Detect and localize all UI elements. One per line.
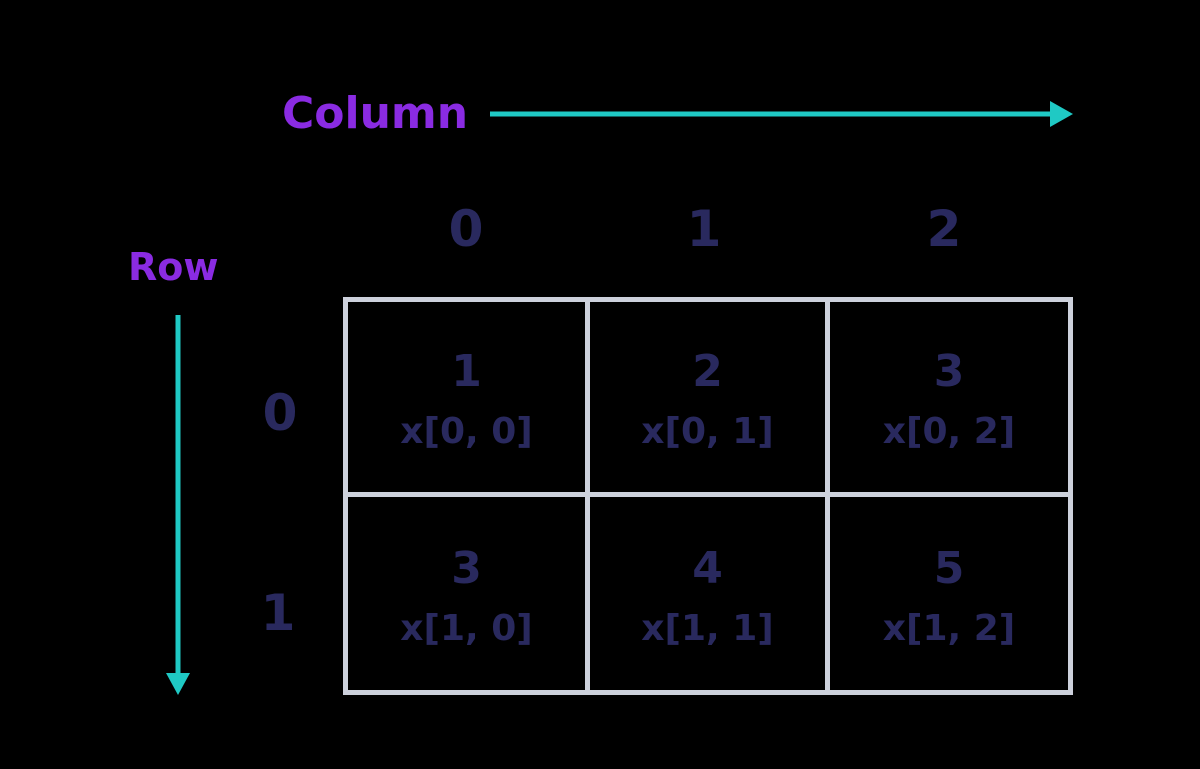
cell-value: 5 [933,542,965,594]
cell-index-label: x[0, 1] [641,411,774,452]
cell-index-label: x[0, 0] [400,411,533,452]
array-cell: 2 x[0, 1] [590,302,825,492]
grid-divider [830,492,1068,497]
grid-divider [825,492,830,497]
row-index-1: 1 [260,584,296,642]
column-index-0: 0 [448,200,484,258]
row-axis-label: Row [128,245,219,289]
grid-divider [585,497,590,690]
column-arrow-head [1050,101,1073,127]
cell-index-label: x[0, 2] [882,411,1016,452]
grid-divider [590,492,825,497]
cell-value: 3 [933,346,965,397]
grid-divider [585,302,590,492]
row-index-0: 0 [262,384,298,442]
grid-divider [825,497,830,690]
cell-value: 3 [451,542,482,594]
grid-divider [825,302,830,492]
array-cell: 3 x[0, 2] [830,302,1068,492]
cell-index-label: x[1, 2] [882,607,1016,649]
array-grid: 1 x[0, 0] 2 x[0, 1] 3 x[0, 2] 3 x[1, 0] … [343,297,1073,695]
array-cell: 1 x[0, 0] [348,302,585,492]
array-cell: 5 x[1, 2] [830,497,1068,690]
grid-divider [585,492,590,497]
cell-value: 2 [692,346,723,397]
grid-divider [348,492,585,497]
cell-index-label: x[1, 0] [400,607,533,649]
column-index-2: 2 [926,200,962,258]
column-axis-label: Column [282,88,469,139]
row-arrow-head [166,673,190,695]
cell-value: 1 [451,346,482,397]
cell-index-label: x[1, 1] [641,607,774,649]
cell-value: 4 [692,542,723,594]
array-cell: 4 x[1, 1] [590,497,825,690]
column-index-1: 1 [686,200,722,258]
array-cell: 3 x[1, 0] [348,497,585,690]
